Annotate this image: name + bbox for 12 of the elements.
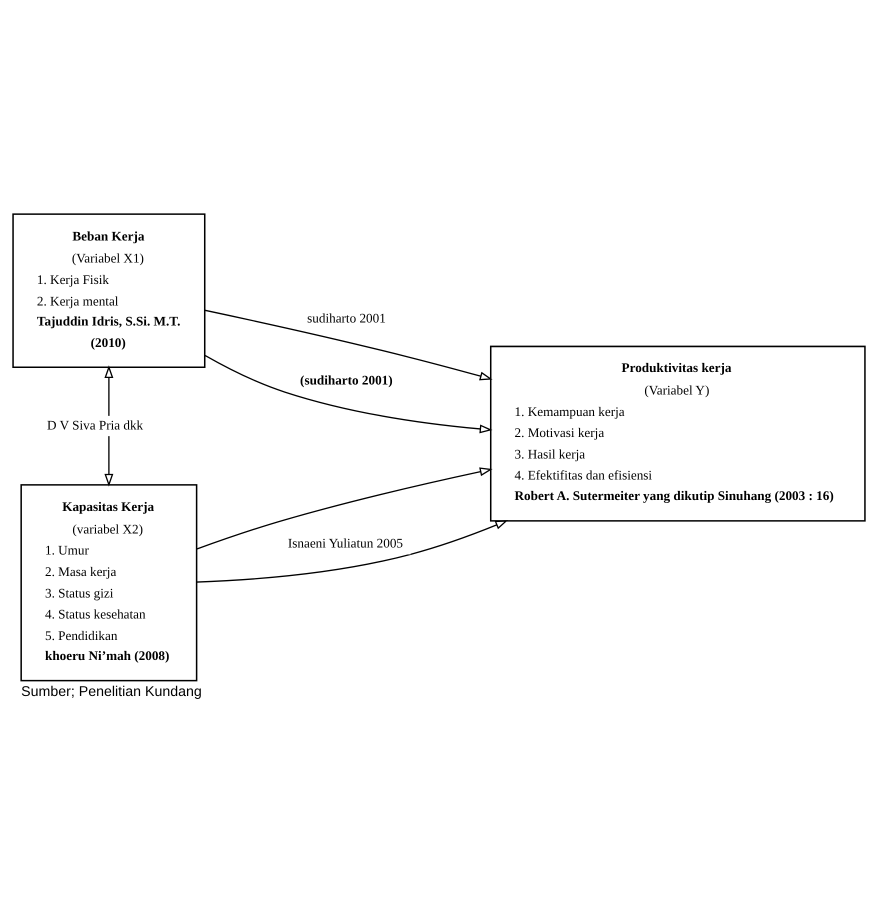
edge-label: sudiharto 2001: [306, 310, 386, 325]
arrow: [204, 354, 492, 433]
edge-label: D V Siva Pria dkk: [46, 416, 143, 432]
arrow: [104, 364, 113, 486]
edge-label: (sudiharto 2001): [300, 372, 392, 387]
arrow: [196, 520, 508, 582]
arrow: [196, 466, 492, 550]
node-box: Beban Kerja (Variabel X1) 1. Kerja Fisik 2. Kerja mental Tajuddin Idris, S.Si. M.T. (2010): [12, 212, 205, 368]
edge-label: Isnaeni Yuliatun 2005: [287, 535, 403, 550]
node-box: Produktivitas kerja (Variabel Y) 1. Kemampuan kerja 2. Motivasi kerja 3. Hasil kerja 4. Efektifitas dan efisiensi Robert A. Sutermeiter yang dikutip Sinuhang (2003 : 16): [489, 345, 866, 522]
caption: Sumber; Penelitian Kundang: [20, 684, 202, 700]
node-box: Kapasitas Kerja (variabel X2) 1. Umur 2. Masa kerja 3. Status gizi 4. Status kesehatan 5. Pendidikan khoeru Ni’mah (2008): [20, 484, 197, 681]
